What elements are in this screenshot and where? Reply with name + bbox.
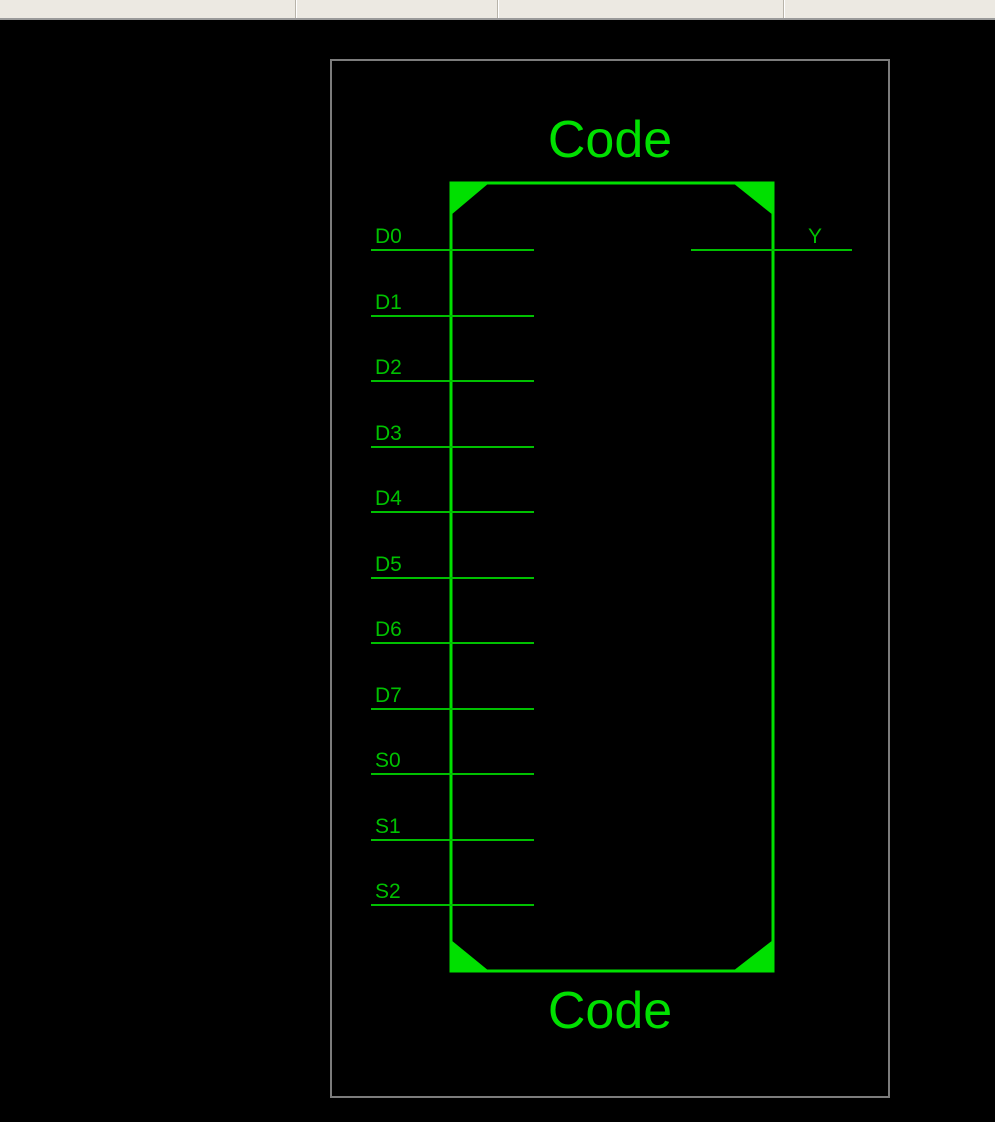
corner-marker-top-right	[733, 183, 773, 215]
toolbar-cell	[498, 0, 784, 18]
corner-marker-bottom-left	[451, 940, 489, 971]
block-title-top: Code	[547, 111, 673, 169]
pin-label-s1: S1	[375, 815, 401, 838]
pin-label-d0: D0	[375, 225, 402, 248]
pin-label-d1: D1	[375, 291, 402, 314]
pin-label-s2: S2	[375, 880, 401, 903]
pin-label-d5: D5	[375, 553, 402, 576]
pin-label-d7: D7	[375, 684, 402, 707]
pin-lines	[371, 249, 852, 906]
pin-label-d4: D4	[375, 487, 402, 510]
toolbar-strip	[0, 0, 995, 20]
pin-label-s0: S0	[375, 749, 401, 772]
pin-label-d3: D3	[375, 422, 402, 445]
symbol-frame	[330, 59, 890, 1098]
corner-marker-bottom-right	[733, 940, 773, 971]
toolbar-cell	[296, 0, 498, 18]
pin-label-d2: D2	[375, 356, 402, 379]
pin-label-y: Y	[808, 225, 823, 248]
toolbar-cell	[0, 0, 296, 18]
corner-marker-top-left	[451, 183, 489, 215]
block-title-bottom: Code	[547, 982, 673, 1040]
pin-label-d6: D6	[375, 618, 402, 641]
